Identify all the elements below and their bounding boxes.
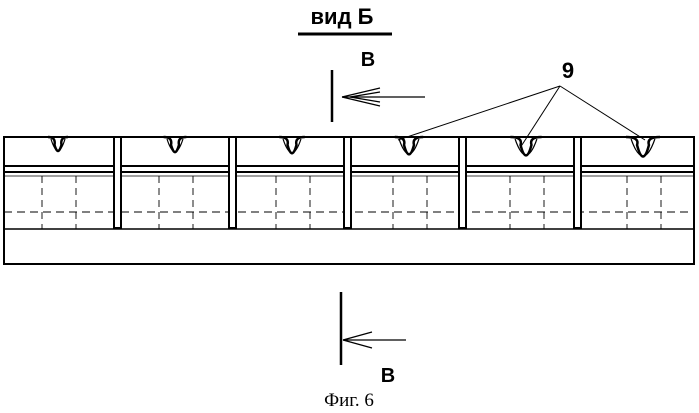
v-notch-inner	[631, 139, 655, 156]
view-title: вид Б	[311, 4, 374, 29]
section-marker-bottom	[341, 292, 406, 365]
slot	[459, 137, 466, 228]
v-notch-inner	[167, 139, 183, 152]
slot	[574, 137, 581, 228]
slot	[344, 137, 351, 228]
callout-number: 9	[562, 58, 574, 83]
section-marker-top	[332, 70, 425, 122]
slot	[114, 137, 121, 228]
figure-caption: Фиг. 6	[324, 390, 374, 411]
section-label-top: В	[361, 49, 375, 71]
callout-leaders	[398, 86, 645, 148]
strip-segments	[42, 137, 661, 229]
v-notch-inner	[399, 139, 419, 154]
v-notch-inner	[51, 139, 65, 151]
slot	[229, 137, 236, 228]
section-label-bottom: В	[381, 365, 395, 387]
v-notch-inner	[283, 139, 301, 153]
v-notch-inner	[515, 139, 537, 155]
